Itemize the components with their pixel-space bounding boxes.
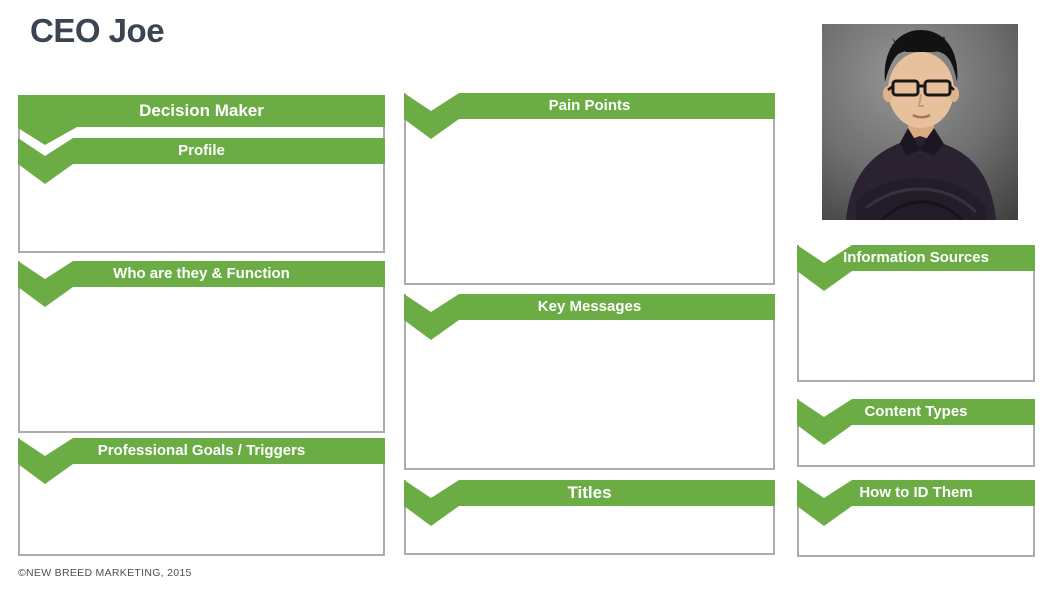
section-who-are-they: Who are they & Function <box>18 261 385 433</box>
pain-points-content-area[interactable] <box>406 119 773 283</box>
how-to-id-header-label: How to ID Them <box>859 484 973 501</box>
who-are-they-content-area[interactable] <box>20 287 383 431</box>
persona-photo-illustration <box>822 24 1018 220</box>
profile-content-area[interactable] <box>20 164 383 251</box>
decision-maker-header-label: Decision Maker <box>139 101 264 120</box>
profile-header-label: Profile <box>178 142 225 159</box>
professional-goals-header-label: Professional Goals / Triggers <box>97 442 306 459</box>
section-titles: Titles <box>404 480 775 555</box>
section-key-messages: Key Messages <box>404 294 775 470</box>
section-decision-maker: Decision Maker Profile <box>18 95 385 253</box>
professional-goals-content-area[interactable] <box>20 464 383 554</box>
content-types-header-label: Content Types <box>864 403 968 420</box>
page-title: CEO Joe <box>30 12 165 49</box>
key-messages-content-area[interactable] <box>406 320 773 468</box>
section-professional-goals: Professional Goals / Triggers <box>18 438 385 556</box>
information-sources-header-label: Information Sources <box>843 249 989 266</box>
titles-content-area[interactable] <box>406 506 773 553</box>
persona-photo[interactable] <box>822 24 1018 220</box>
titles-header-label: Titles <box>567 483 612 502</box>
section-content-types: Content Types <box>797 399 1035 467</box>
information-sources-content-area[interactable] <box>799 271 1033 380</box>
who-are-they-header-label: Who are they & Function <box>113 265 290 282</box>
section-how-to-id: How to ID Them <box>797 480 1035 557</box>
section-information-sources: Information Sources <box>797 245 1035 382</box>
footer-credit: ©NEW BREED MARKETING, 2015 <box>18 567 192 579</box>
section-pain-points: Pain Points <box>404 93 775 285</box>
key-messages-header-label: Key Messages <box>537 298 642 315</box>
pain-points-header-label: Pain Points <box>548 97 631 114</box>
